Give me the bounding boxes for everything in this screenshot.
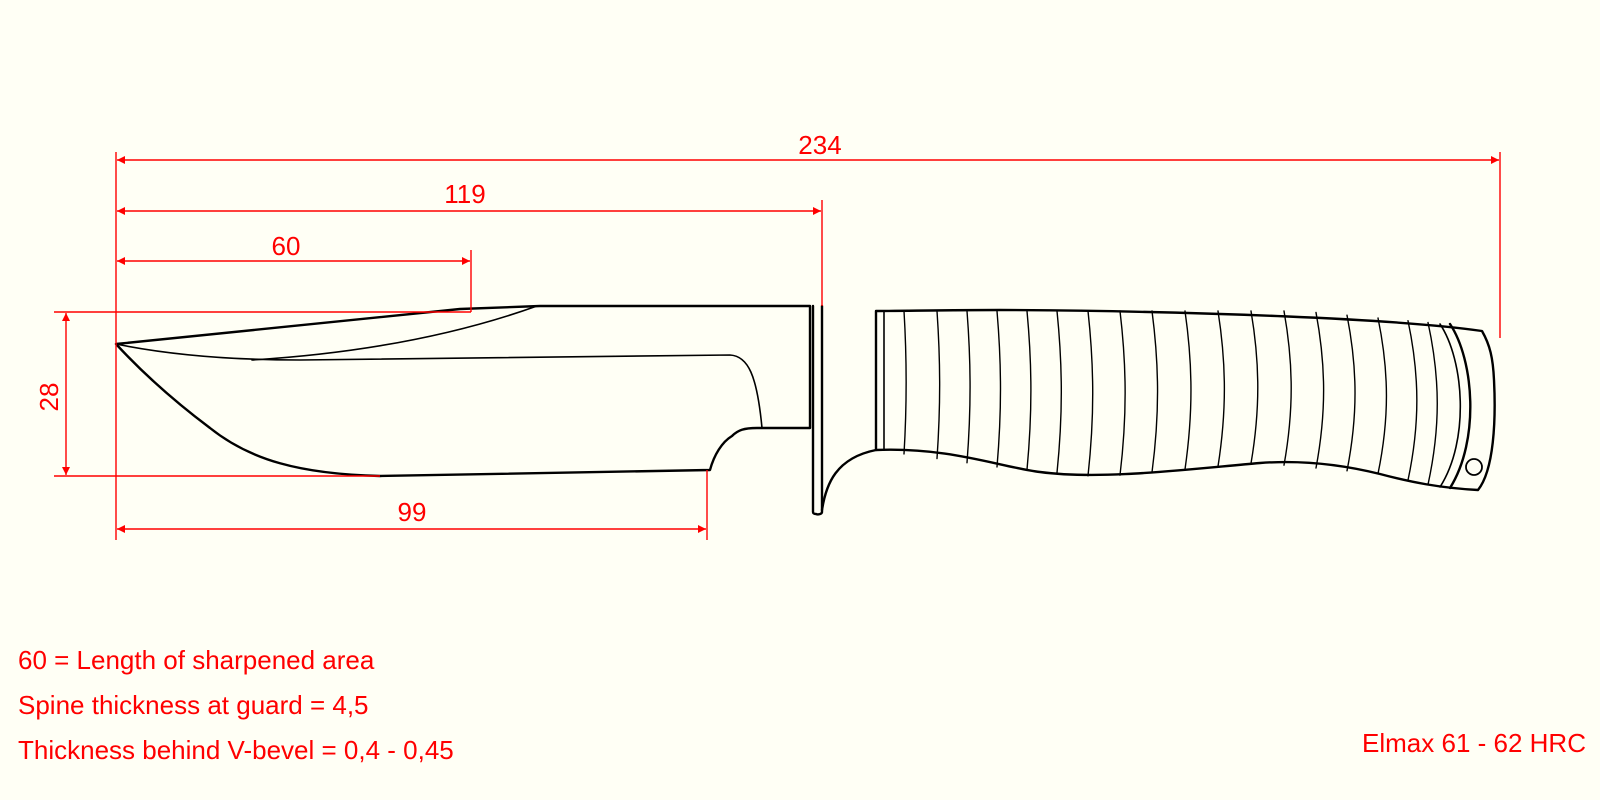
dimension-labels: 234 119 60 99 28	[34, 130, 842, 527]
grip-ring-line	[1026, 310, 1032, 471]
grip-ring-line	[1087, 310, 1094, 477]
grip-ring-line	[1407, 320, 1418, 481]
handle-outline	[874, 308, 1496, 492]
pommel-outline	[1448, 322, 1472, 490]
grip-ring-line	[936, 310, 941, 460]
swedge-grind-line	[251, 305, 538, 361]
grip-ring-line	[1427, 321, 1438, 486]
grip-ring-line	[1217, 310, 1226, 468]
guard-curve	[820, 448, 878, 512]
grip-ring-line	[996, 310, 1002, 468]
notes-block: 60 = Length of sharpened area Spine thic…	[18, 638, 454, 773]
grip-ring-line	[1283, 310, 1292, 466]
dimension-label-234: 234	[798, 130, 841, 160]
dimension-label-119: 119	[444, 179, 485, 209]
note-bevel-thickness: Thickness behind V-bevel = 0,4 - 0,45	[18, 735, 454, 765]
grip-ring-line	[1377, 317, 1388, 475]
guard-outline	[811, 304, 824, 516]
grip-ring-line	[1184, 310, 1192, 471]
note-spine-thickness: Spine thickness at guard = 4,5	[18, 690, 369, 720]
grip-ring-line	[1119, 310, 1126, 476]
note-sharpened-area: 60 = Length of sharpened area	[18, 645, 375, 675]
lanyard-hole-icon	[1465, 458, 1483, 476]
grip-ring-line	[1346, 314, 1356, 472]
grip-ring-line	[1315, 311, 1325, 469]
dimension-label-99: 99	[398, 497, 427, 527]
ricasso-line	[115, 343, 763, 429]
grip-rings	[903, 310, 1438, 486]
grip-ring-line	[903, 310, 907, 455]
knife-outline	[114, 304, 1496, 516]
grip-ring-line	[1151, 310, 1159, 474]
dimension-label-60: 60	[272, 231, 301, 261]
material-spec: Elmax 61 - 62 HRC	[1362, 728, 1586, 758]
pommel-inner-line	[1439, 323, 1462, 488]
blade-outline	[114, 304, 812, 478]
dimensions	[54, 152, 1501, 540]
grip-ring-line	[1056, 310, 1062, 474]
grip-ring-line	[1250, 310, 1259, 465]
grip-ring-line	[966, 310, 971, 464]
dimension-label-28: 28	[34, 383, 64, 412]
